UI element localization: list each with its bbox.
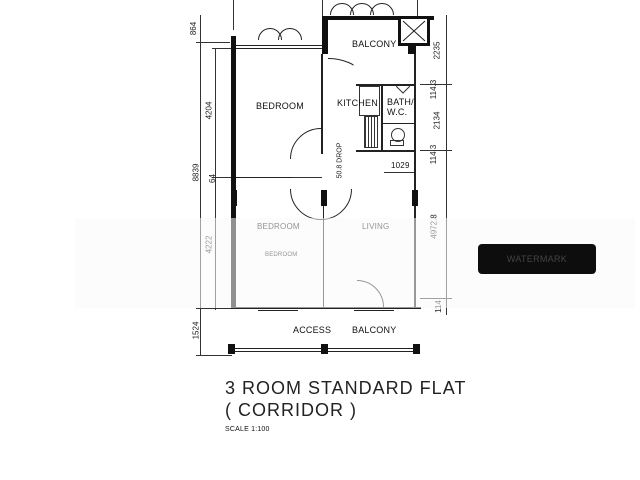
wall-balcony-top bbox=[322, 16, 434, 20]
toilet-tank bbox=[390, 140, 404, 146]
watermark-badge: WATERMARK bbox=[478, 244, 596, 274]
dim-864: 864 bbox=[189, 21, 199, 36]
dim-tick bbox=[196, 42, 230, 43]
label-kitchen: KITCHEN bbox=[337, 98, 378, 108]
corridor-column-mid bbox=[321, 344, 328, 354]
door-balcony-1 bbox=[330, 3, 354, 15]
wall-kitchen-left bbox=[321, 54, 323, 154]
dim-top-tick bbox=[322, 0, 323, 18]
wall-bottom bbox=[231, 307, 421, 309]
column-balcony-right bbox=[408, 46, 416, 54]
label-1029: 1029 bbox=[391, 161, 410, 170]
column-right bbox=[412, 190, 418, 206]
dim-1524: 1524 bbox=[191, 321, 201, 340]
door-balcony-2 bbox=[350, 3, 374, 15]
floor-trap-icon bbox=[396, 86, 410, 94]
plan-title: 3 ROOM STANDARD FLAT bbox=[225, 378, 467, 398]
wall-bath-mid bbox=[383, 123, 414, 124]
dim-top-tick bbox=[417, 0, 418, 18]
dim-line-left-outer bbox=[200, 15, 201, 355]
dim-tick bbox=[420, 84, 452, 85]
label-bedroom-top: BEDROOM bbox=[256, 101, 304, 111]
label-access-balcony: BALCONY bbox=[352, 325, 397, 335]
label-access: ACCESS bbox=[293, 325, 332, 335]
dim-line-left-inner bbox=[215, 48, 216, 310]
dim-tick bbox=[212, 48, 232, 49]
column-left bbox=[231, 190, 237, 206]
window-bottom-left bbox=[258, 310, 298, 311]
dim-4204: 4204 bbox=[204, 101, 214, 120]
dim-tick bbox=[196, 355, 232, 356]
plan-subtitle: ( CORRIDOR ) bbox=[225, 400, 357, 420]
door-kitchen bbox=[328, 58, 354, 84]
label-drop: 50.8 DROP bbox=[336, 142, 344, 179]
dim-top-tick bbox=[233, 0, 234, 30]
service-shaft bbox=[398, 16, 430, 46]
dim-tick bbox=[196, 308, 232, 309]
dim-114-3-b: 114.3 bbox=[429, 144, 439, 165]
window-bottom-right bbox=[354, 310, 394, 311]
dim-2134: 2134 bbox=[432, 111, 442, 130]
kitchen-counter bbox=[359, 86, 380, 116]
wall-bedroom-divider bbox=[236, 177, 292, 178]
dim-114-3-a: 114.3 bbox=[429, 79, 439, 100]
label-bath-2: W.C. bbox=[387, 107, 408, 117]
label-balcony: BALCONY bbox=[352, 39, 397, 49]
wall-balcony-left-column bbox=[322, 16, 328, 54]
kitchen-sink bbox=[364, 116, 378, 148]
wall-kitchen-bottom bbox=[356, 150, 416, 152]
wall-bath-left bbox=[381, 84, 383, 152]
wall-right-exterior bbox=[414, 54, 416, 308]
dim-64: 64 bbox=[207, 174, 217, 183]
corridor-column-left bbox=[228, 344, 235, 354]
corridor-column-right bbox=[413, 344, 420, 354]
wall-bedroom-top-inner bbox=[236, 48, 324, 49]
dim-line-right bbox=[446, 15, 447, 315]
dim-8839: 8839 bbox=[191, 163, 201, 182]
toilet-icon bbox=[391, 128, 405, 142]
door-balcony-3 bbox=[370, 3, 394, 15]
label-bath-1: BATH/ bbox=[387, 97, 414, 107]
shaft-cross-icon bbox=[402, 20, 426, 42]
plan-scale: SCALE 1:100 bbox=[225, 426, 270, 433]
wall-bedroom-top bbox=[236, 45, 324, 46]
wall-left-exterior bbox=[231, 36, 236, 308]
dim-tick bbox=[420, 150, 452, 151]
dim-2235: 2235 bbox=[432, 41, 442, 60]
wall-kitchen-top bbox=[356, 84, 416, 86]
dim-line-1029 bbox=[384, 172, 414, 173]
